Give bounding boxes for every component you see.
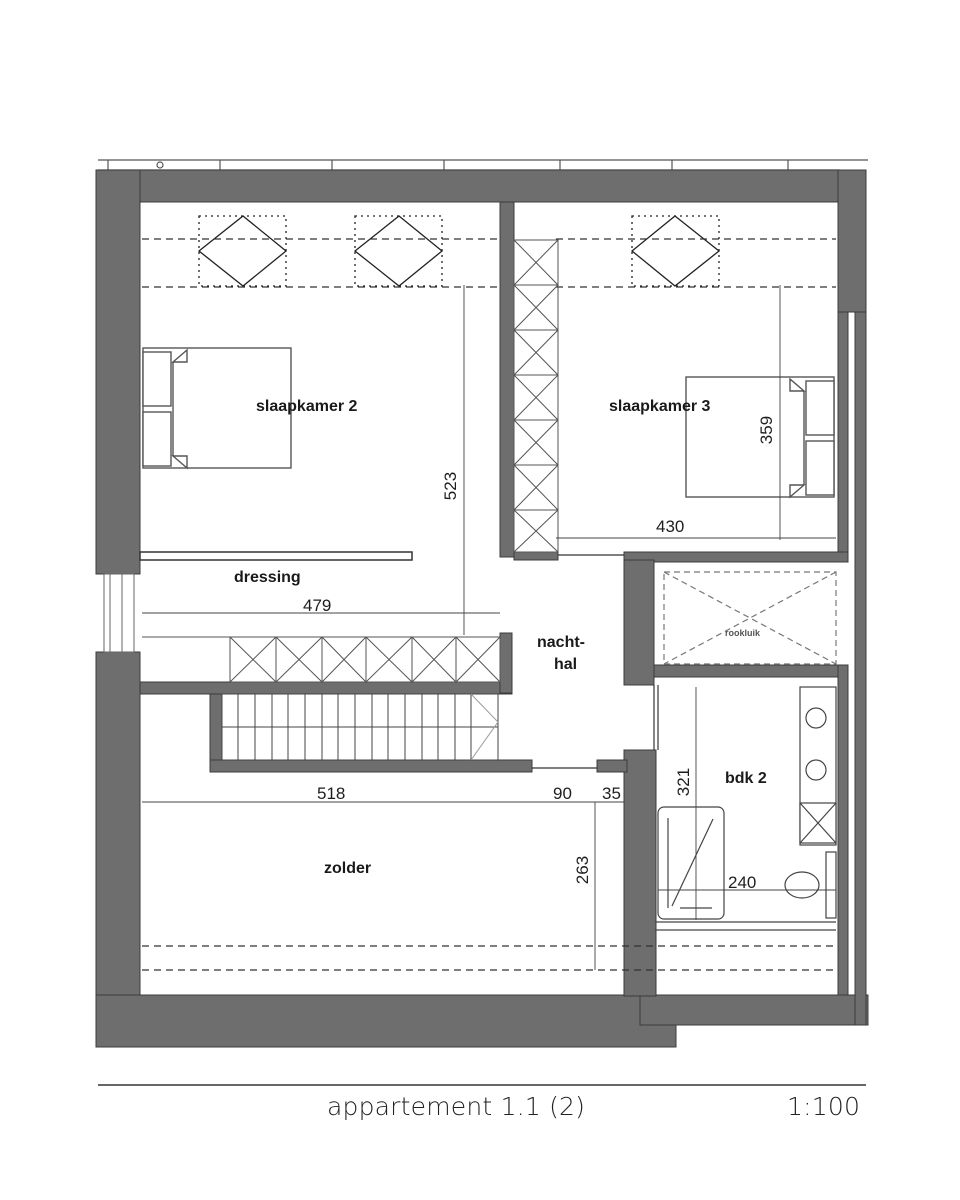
walls — [95, 169, 869, 1048]
skylights — [197, 215, 721, 287]
dimension-359: 359 — [757, 415, 777, 445]
dimension-90: 90 — [553, 784, 572, 803]
dressing-partition — [139, 551, 413, 561]
room-label-slaapkamer-2: slaapkamer 2 — [256, 398, 358, 415]
roof-edge-strip — [98, 159, 868, 171]
window-left — [103, 573, 135, 653]
dimension-263: 263 — [573, 855, 593, 885]
roof-dashed-lines — [142, 238, 836, 971]
bathroom-fixtures — [655, 686, 837, 931]
dimension-35: 35 — [602, 784, 621, 803]
dimension-479: 479 — [303, 596, 332, 615]
room-label-slaapkamer-3: slaapkamer 3 — [609, 398, 711, 415]
room-label-nachthal-line1: nacht- — [537, 634, 585, 651]
smoke-hatch — [663, 571, 837, 665]
room-label-nachthal-line2: hal — [554, 656, 578, 673]
drawing-scale: 1:100 — [787, 1092, 861, 1121]
bed-slaapkamer-3 — [685, 376, 835, 499]
dimension-lines — [142, 285, 836, 970]
room-label-bdk-2: bdk 2 — [725, 770, 767, 787]
dimension-240: 240 — [728, 873, 757, 892]
door-openings — [532, 554, 659, 769]
wardrobe-horizontal — [142, 636, 501, 683]
dimension-518: 518 — [317, 784, 346, 803]
dimension-430: 430 — [656, 517, 685, 536]
room-label-dressing: dressing — [234, 569, 301, 586]
bed-slaapkamer-2 — [142, 347, 292, 470]
room-label-zolder: zolder — [324, 860, 372, 877]
wardrobe-vertical — [513, 239, 559, 553]
staircase — [221, 693, 499, 761]
label-rookluik: rookluik — [725, 628, 761, 638]
dimension-321: 321 — [674, 767, 694, 797]
dimension-523: 523 — [441, 471, 461, 501]
drawing-title: appartement 1.1 (2) — [327, 1092, 586, 1121]
